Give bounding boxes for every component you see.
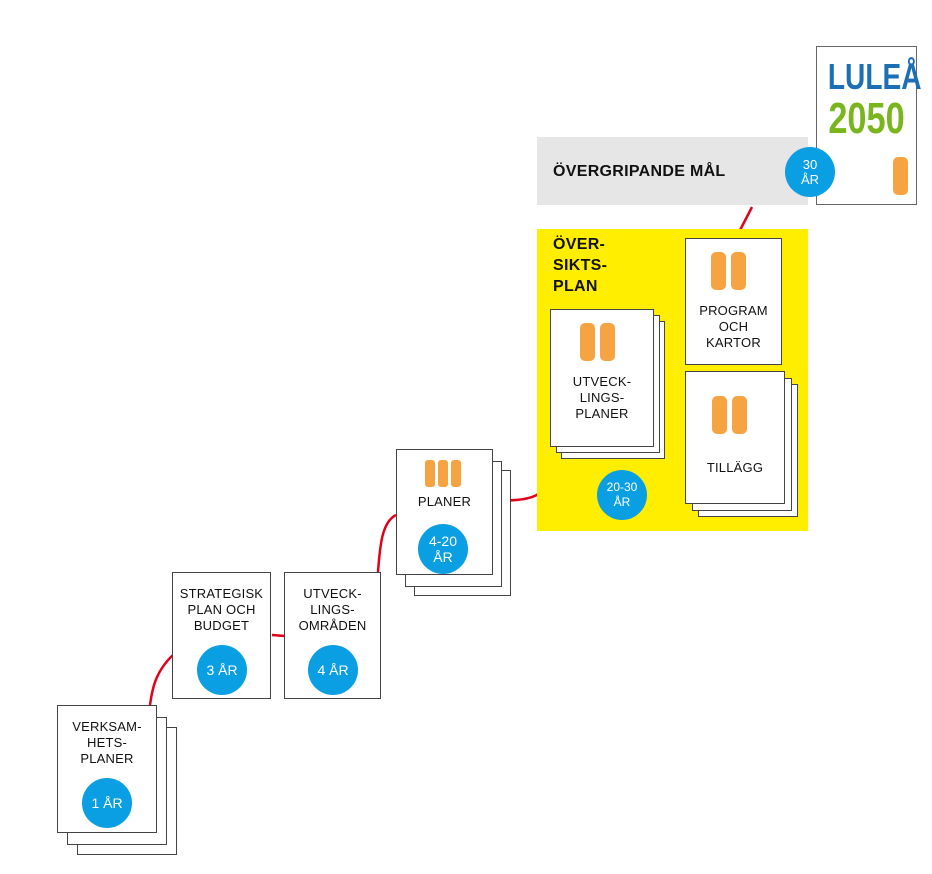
orange-document-icon <box>731 252 746 290</box>
logo-text-lulea: LULEÅ <box>827 56 922 97</box>
tillagg-card: TILLÄGG <box>685 371 785 504</box>
badge-1-ar: 1 ÅR <box>82 778 132 828</box>
badge-30-ar: 30 ÅR <box>785 147 835 197</box>
connector-strategisk-utveckling <box>271 633 286 638</box>
verksamhetsplaner-label: VERKSAM- HETS- PLANER <box>72 719 142 766</box>
badge-4-ar: 4 ÅR <box>308 645 358 695</box>
oversiktsplan-title: ÖVER- SIKTS- PLAN <box>553 236 608 295</box>
planer-label: PLANER <box>417 494 472 509</box>
connector-verksamhet-strategisk <box>148 654 174 706</box>
strategisk-plan-card: STRATEGISK PLAN OCH BUDGET 3 ÅR <box>172 572 271 699</box>
tillagg-label: TILLÄGG <box>706 460 764 475</box>
orange-document-icon <box>732 396 747 434</box>
badge-4-ar-text: 4 ÅR <box>317 661 349 678</box>
utvecklingsplaner-label: UTVECK- LINGS- PLANER <box>572 374 632 421</box>
badge-20-30-ar-text: 20-30 ÅR <box>606 480 638 509</box>
planer-card: PLANER 4-20 ÅR <box>396 449 493 575</box>
orange-document-icon <box>451 460 461 487</box>
badge-20-30-ar: 20-30 ÅR <box>597 470 647 520</box>
overgripande-mal-title: ÖVERGRIPANDE MÅL <box>553 163 726 180</box>
utvecklingsomraden-label: UTVECK- LINGS- OMRÅDEN <box>298 586 367 633</box>
badge-30-ar-text: 30 ÅR <box>800 157 820 187</box>
program-och-kartor-card: PROGRAM OCH KARTOR <box>685 238 782 365</box>
badge-1-ar-text: 1 ÅR <box>91 794 123 811</box>
orange-document-icon <box>712 396 727 434</box>
connector-utveckling-planer <box>376 513 397 573</box>
strategisk-plan-label: STRATEGISK PLAN OCH BUDGET <box>179 586 264 633</box>
orange-document-icon <box>893 157 908 195</box>
program-och-kartor-label: PROGRAM OCH KARTOR <box>699 303 768 350</box>
orange-document-icon <box>711 252 726 290</box>
badge-3-ar-text: 3 ÅR <box>206 661 238 678</box>
badge-3-ar: 3 ÅR <box>197 645 247 695</box>
orange-document-icon <box>425 460 435 487</box>
utvecklingsplaner-card: UTVECK- LINGS- PLANER <box>550 309 654 447</box>
utvecklingsomraden-card: UTVECK- LINGS- OMRÅDEN 4 ÅR <box>284 572 381 699</box>
orange-document-icon <box>438 460 448 487</box>
verksamhetsplaner-card: VERKSAM- HETS- PLANER 1 ÅR <box>57 705 157 833</box>
badge-4-20-ar: 4-20 ÅR <box>418 524 468 574</box>
logo-text-2050: 2050 <box>828 94 905 143</box>
lulea-2050-logo-card: LULEÅ 2050 <box>816 46 922 205</box>
badge-4-20-ar-text: 4-20 ÅR <box>428 533 458 565</box>
overgripande-mal-bar: ÖVERGRIPANDE MÅL <box>537 137 808 205</box>
orange-document-icon <box>600 323 615 361</box>
orange-document-icon <box>580 323 595 361</box>
